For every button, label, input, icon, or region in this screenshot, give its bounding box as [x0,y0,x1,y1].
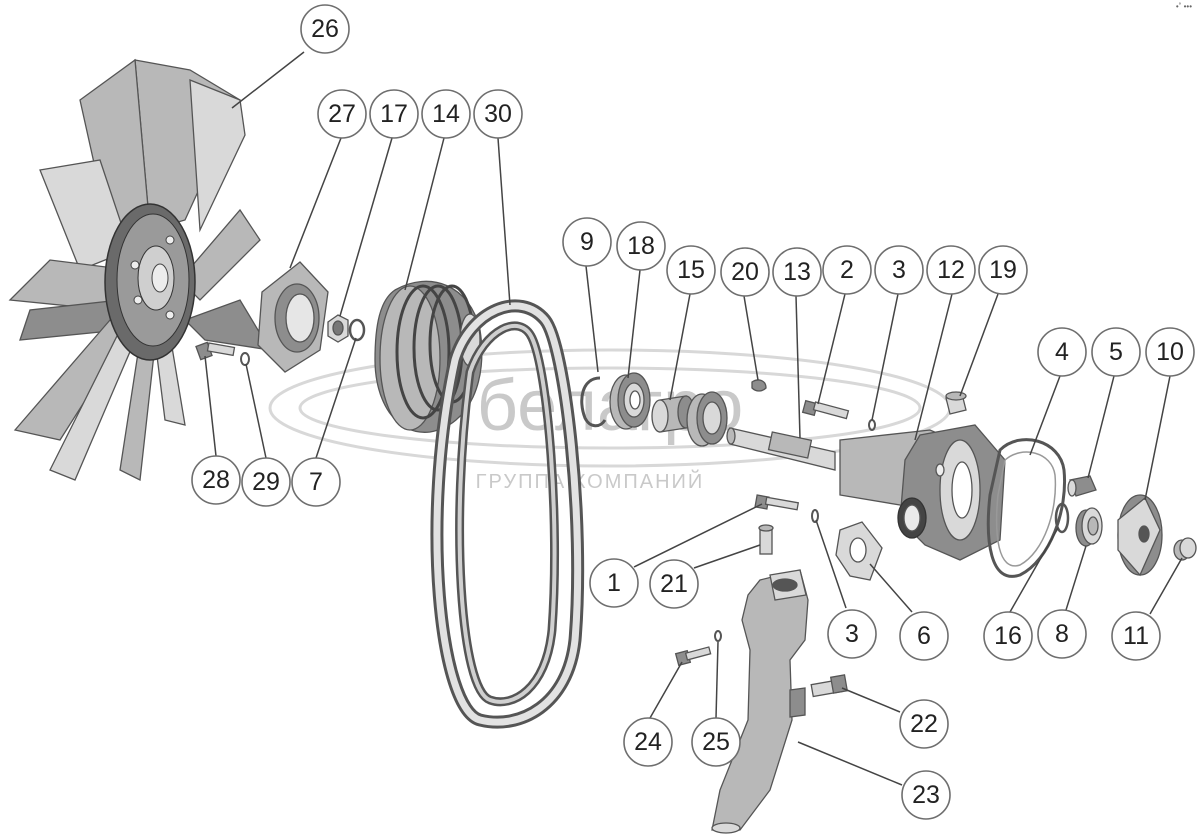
callout-3-top: 3 [874,245,924,295]
callout-3-top-label: 3 [892,256,906,284]
callout-30-label: 30 [484,100,512,128]
callout-28-label: 28 [202,466,230,494]
callout-5: 5 [1091,327,1141,377]
flange-part [257,261,329,373]
callout-30: 30 [473,89,523,139]
callout-7: 7 [291,457,341,507]
spacer-part [651,395,695,433]
seal-part-8 [1075,507,1103,547]
callout-29: 29 [241,457,291,507]
callout-26-label: 26 [311,15,339,43]
callout-6: 6 [899,611,949,661]
callout-21-label: 21 [660,570,688,598]
callout-28: 28 [191,455,241,505]
bearing-part-18 [609,372,651,430]
callout-24-label: 24 [634,728,662,756]
callout-13-label: 13 [783,258,811,286]
nut-part [327,314,349,343]
snap-ring-part [580,376,607,428]
nut-part-11 [1173,537,1197,561]
callout-25: 25 [691,717,741,767]
fitting-part-21 [758,524,774,555]
washer-part-25 [714,630,722,642]
callout-18-label: 18 [627,232,655,260]
bolt-part-24 [674,646,712,667]
callout-4: 4 [1037,327,1087,377]
callout-25-label: 25 [702,728,730,756]
corner-mark: •˚ ••• [1175,2,1192,11]
callout-1: 1 [589,558,639,608]
callout-10-label: 10 [1156,338,1184,366]
callout-3-bottom-label: 3 [845,620,859,648]
callout-9-label: 9 [580,228,594,256]
callout-9: 9 [562,217,612,267]
callout-16: 16 [983,611,1033,661]
bearing-part-2 [686,391,728,447]
callout-19-label: 19 [989,256,1017,284]
callout-11-label: 11 [1123,622,1149,650]
leader-lines [204,51,1183,786]
key-part [751,379,767,392]
callout-17: 17 [369,89,419,139]
callout-15-label: 15 [677,256,705,284]
callout-2: 2 [822,245,872,295]
shaft-part [726,427,836,471]
callout-20-label: 20 [731,258,759,286]
callout-19: 19 [978,245,1028,295]
bolt-part-2 [801,399,850,420]
pulley-part [374,280,483,433]
fan-assembly [8,58,272,481]
washer-part-29 [240,352,250,366]
callout-12-label: 12 [937,256,965,284]
callout-26: 26 [300,4,350,54]
callout-27-label: 27 [328,100,356,128]
plug-part [945,391,967,415]
callout-20: 20 [720,247,770,297]
bolt-part-28 [195,341,236,361]
callout-23-label: 23 [912,781,940,809]
callout-13: 13 [772,247,822,297]
watermark-subtitle: ГРУППА КОМПАНИЙ [476,469,705,493]
callout-24: 24 [623,717,673,767]
callout-14: 14 [421,89,471,139]
callout-23: 23 [901,770,951,820]
callout-22: 22 [899,699,949,749]
bolt-part-1 [754,494,800,511]
washer-part-7 [348,318,366,342]
callout-2-label: 2 [840,256,854,284]
callout-5-label: 5 [1109,338,1123,366]
callout-1-label: 1 [607,569,621,597]
callout-14-label: 14 [432,100,460,128]
gasket-part-6 [835,521,883,581]
callout-15: 15 [666,245,716,295]
pump-housing-part [839,424,1006,561]
callouts: 26 27 17 14 30 9 18 15 20 13 2 3 12 19 4… [191,4,1195,820]
callout-17-label: 17 [380,100,408,128]
callout-12: 12 [926,245,976,295]
callout-3-bottom: 3 [827,609,877,659]
belt-part [430,299,585,729]
callout-8-label: 8 [1055,620,1069,648]
callout-29-label: 29 [252,468,280,496]
callout-6-label: 6 [917,622,931,650]
elbow-pipe-part [711,569,809,834]
callout-27: 27 [317,89,367,139]
callout-22-label: 22 [910,710,938,738]
callout-10: 10 [1145,327,1195,377]
callout-21: 21 [649,559,699,609]
nut-part-5 [1067,475,1097,497]
callout-18: 18 [616,221,666,271]
ring-part-16 [1054,502,1070,534]
ring-part-3b [811,509,819,523]
callout-4-label: 4 [1055,338,1069,366]
callout-8: 8 [1037,609,1087,659]
impeller-part [1117,494,1163,577]
callout-11: 11 [1111,611,1161,661]
callout-16-label: 16 [994,622,1022,650]
callout-7-label: 7 [309,468,323,496]
fitting-part-22 [810,674,849,698]
